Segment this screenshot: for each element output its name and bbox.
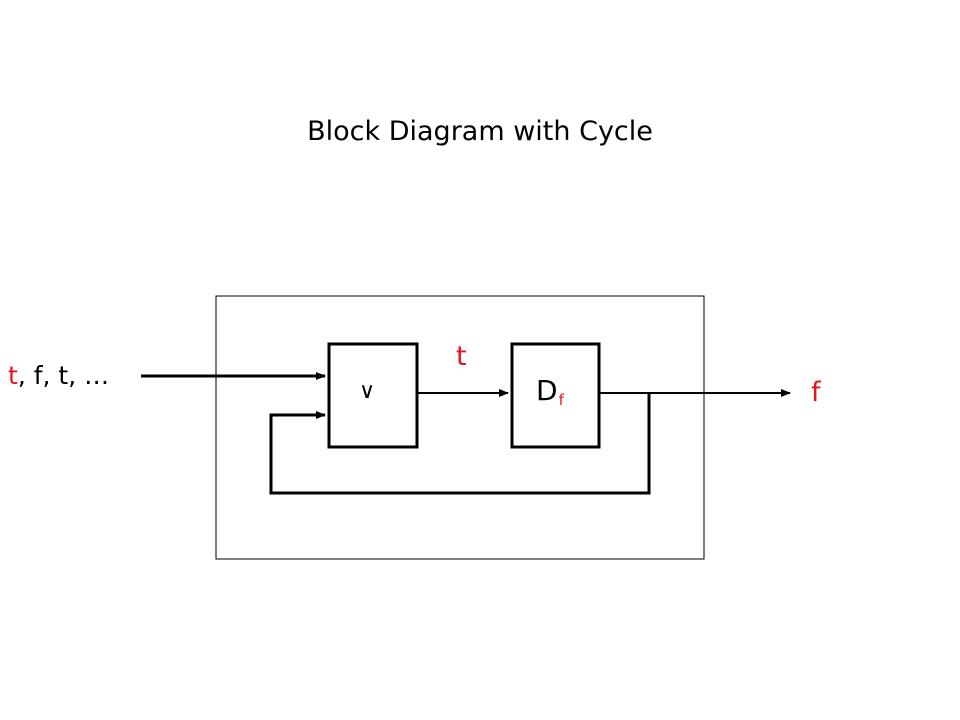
input-first-value: t	[8, 361, 18, 390]
delay-subscript: f	[558, 391, 564, 409]
input-rest-values: , f, t, …	[17, 361, 110, 390]
delay-block	[510, 342, 601, 449]
system-boundary	[215, 295, 705, 560]
or-symbol: ∨	[359, 379, 376, 404]
intermediate-signal-label: t	[456, 341, 467, 372]
input-sequence-label: t, f, t, …	[8, 361, 109, 390]
delay-main-label: D	[536, 374, 558, 407]
output-signal-label: f	[811, 377, 821, 408]
delay-label: Df	[536, 374, 564, 409]
feedback-loop	[269, 393, 651, 495]
or-gate-block	[327, 342, 419, 449]
diagram-title: Block Diagram with Cycle	[307, 116, 653, 147]
